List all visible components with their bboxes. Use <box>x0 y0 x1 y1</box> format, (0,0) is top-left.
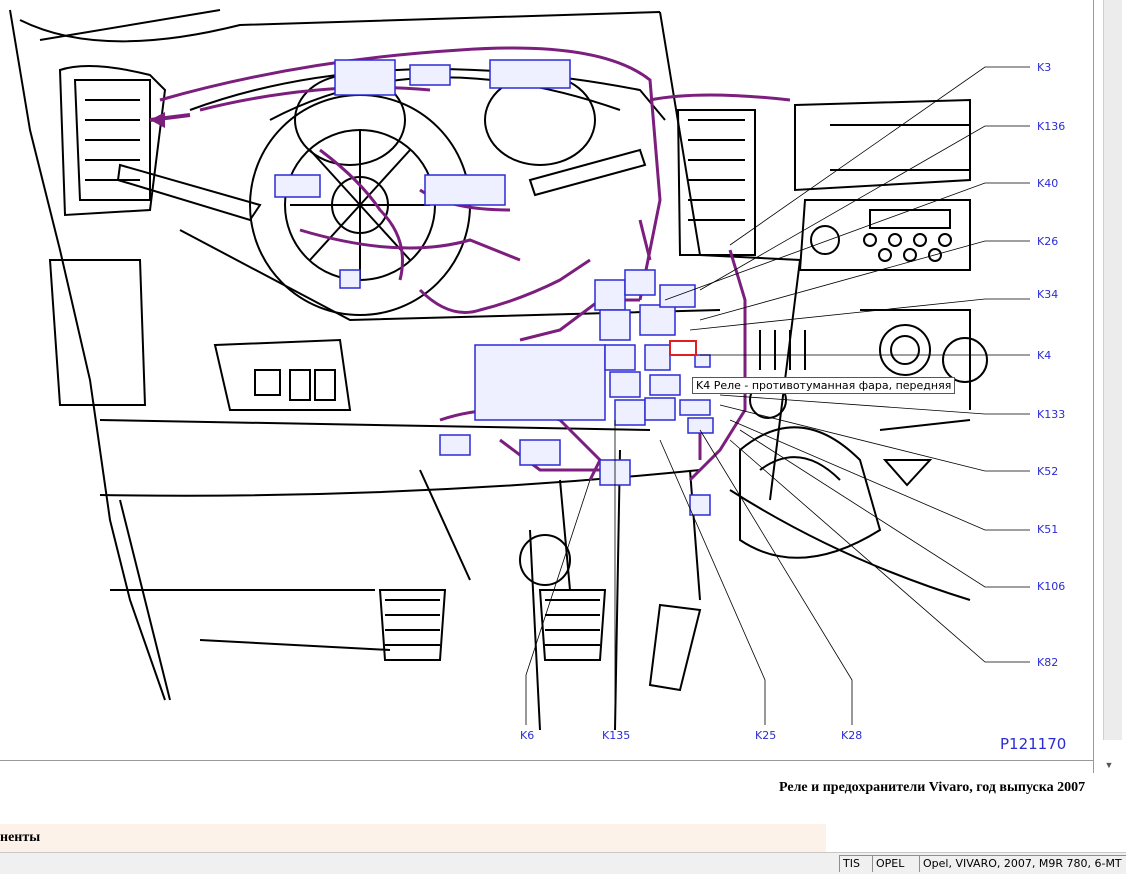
dashboard-illustration <box>9 9 1030 731</box>
callout-k3[interactable]: K3 <box>1037 61 1052 74</box>
section-band <box>0 824 826 852</box>
status-bar <box>0 852 1126 874</box>
scrollbar-thumb[interactable] <box>1103 0 1122 740</box>
callout-k40[interactable]: K40 <box>1037 177 1059 190</box>
status-vehicle: Opel, VIVARO, 2007, M9R 780, 6-MT <box>919 855 1126 872</box>
callout-k4[interactable]: K4 <box>1037 349 1052 362</box>
frame-divider <box>0 760 1093 774</box>
document-title: Реле и предохранители Vivaro, год выпуск… <box>779 780 1086 795</box>
callout-k106[interactable]: K106 <box>1037 580 1066 593</box>
image-code: P121170 <box>1000 735 1067 753</box>
callout-k135[interactable]: K135 <box>602 729 631 742</box>
callout-k25[interactable]: K25 <box>755 729 777 742</box>
section-header: ненты <box>0 830 41 845</box>
callout-k51[interactable]: K51 <box>1037 523 1059 536</box>
callout-k26[interactable]: K26 <box>1037 235 1059 248</box>
scroll-down-arrow-icon[interactable]: ▼ <box>1104 760 1114 770</box>
status-system: TIS <box>839 855 873 872</box>
component-tooltip: K4 Реле - противотуманная фара, передняя <box>692 377 956 394</box>
callout-k52[interactable]: K52 <box>1037 465 1059 478</box>
callout-k6[interactable]: K6 <box>520 729 535 742</box>
callout-k136[interactable]: K136 <box>1037 120 1066 133</box>
callout-k82[interactable]: K82 <box>1037 656 1059 669</box>
callout-k28[interactable]: K28 <box>841 729 863 742</box>
callout-k133[interactable]: K133 <box>1037 408 1066 421</box>
wiring-diagram[interactable]: K3 K136 K40 K26 K34 K4 K133 K52 K51 K106… <box>0 0 1093 760</box>
callout-k34[interactable]: K34 <box>1037 288 1059 301</box>
status-brand: OPEL <box>872 855 920 872</box>
